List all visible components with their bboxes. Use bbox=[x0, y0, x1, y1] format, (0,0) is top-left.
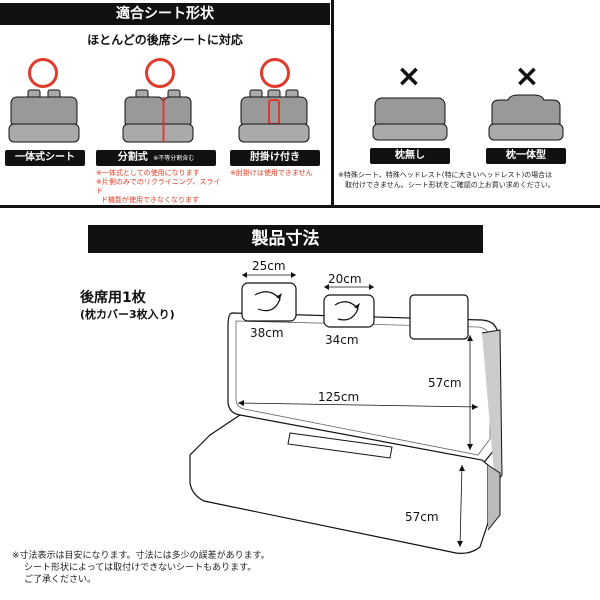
dims-note-3: ご了承ください。 bbox=[24, 575, 97, 585]
compat-panel: 適合シート形状 ほとんどの後席シートに対応 一体式シート 分割式 ※不等分割含む… bbox=[0, 0, 330, 205]
dim-headrest-w2: 20cm bbox=[328, 272, 362, 286]
split-note-2: ※片側のみでのリクライニング、スライド bbox=[96, 178, 221, 195]
dims-header: 製品寸法 bbox=[88, 225, 483, 253]
seat-armrest-icon bbox=[238, 89, 310, 143]
dims-note-2: シート形状によっては取付けできないシートもあります。 bbox=[24, 563, 257, 573]
armrest-note: ※肘掛けは使用できません bbox=[230, 169, 313, 177]
dim-headrest-h2: 34cm bbox=[325, 333, 359, 347]
ng-label-no-headrest: 枕無し bbox=[370, 148, 450, 164]
ng-label-integrated: 枕一体型 bbox=[486, 148, 566, 164]
ng-mark-1: × bbox=[396, 59, 422, 94]
compat-subheader: ほとんどの後席シートに対応 bbox=[87, 33, 243, 47]
split-notes: ※一体式としての使用になります ※片側のみでのリクライニング、スライド ド機能が… bbox=[96, 169, 221, 205]
seat-split-icon bbox=[122, 89, 194, 143]
ng-notes: ※特殊シート、特殊ヘッドレスト(特に大きいヘッドレスト)の場合は 取付けできませ… bbox=[338, 170, 600, 190]
ok-mark-3 bbox=[260, 58, 290, 88]
compat-header: 適合シート形状 bbox=[0, 3, 330, 25]
product-title: 後席用1枚 bbox=[80, 290, 146, 306]
ng-note-1: ※特殊シート、特殊ヘッドレスト(特に大きいヘッドレスト)の場合は bbox=[338, 171, 553, 179]
dim-seat-depth: 57cm bbox=[405, 510, 439, 524]
dims-note-1: ※寸法表示は目安になります。寸法には多少の誤差があります。 bbox=[12, 551, 270, 561]
dims-notes: ※寸法表示は目安になります。寸法には多少の誤差があります。 シート形状によっては… bbox=[12, 550, 412, 586]
type-label-split-text: 分割式 bbox=[117, 152, 148, 163]
ok-mark-1 bbox=[28, 58, 58, 88]
dim-headrest-h1: 38cm bbox=[250, 326, 284, 340]
ng-note-2: 取付けできません。シート形状をご確認の上お買い求めください。 bbox=[345, 181, 555, 189]
seat-no-headrest-icon bbox=[372, 97, 448, 141]
ng-panel: × × 枕無し 枕一体型 ※特殊シート、特殊ヘッドレスト(特に大きいヘッドレスト… bbox=[334, 0, 600, 205]
dim-back-height: 57cm bbox=[428, 376, 462, 390]
type-label-split-note: ※不等分割含む bbox=[153, 155, 195, 162]
ok-mark-2 bbox=[145, 58, 175, 88]
seat-onepiece-icon bbox=[8, 89, 80, 143]
type-label-split: 分割式 ※不等分割含む bbox=[96, 150, 216, 166]
section-divider bbox=[0, 205, 600, 208]
ng-mark-2: × bbox=[514, 59, 540, 94]
type-label-onepiece: 一体式シート bbox=[5, 150, 85, 166]
split-note-1: ※一体式としての使用になります bbox=[96, 169, 200, 177]
product-sub: (枕カバー3枚入り) bbox=[80, 308, 175, 321]
panel-divider bbox=[331, 0, 334, 205]
type-label-armrest: 肘掛け付き bbox=[230, 150, 320, 166]
seat-cover-diagram bbox=[189, 272, 503, 554]
dim-width: 125cm bbox=[318, 390, 360, 404]
dim-headrest-w1: 25cm bbox=[252, 259, 286, 273]
split-note-3: ド機能が使用できなくなります bbox=[101, 196, 199, 204]
seat-integrated-headrest-icon bbox=[488, 94, 564, 141]
